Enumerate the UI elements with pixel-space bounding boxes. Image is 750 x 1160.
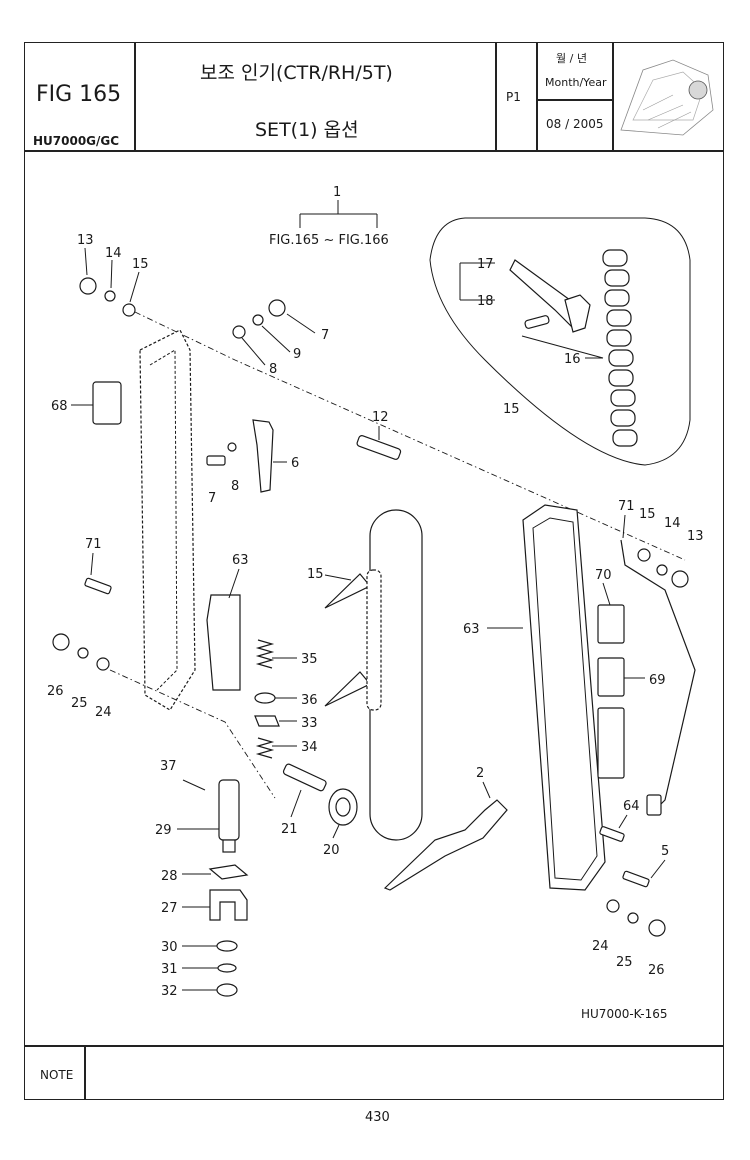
callout-37: 71	[85, 537, 102, 552]
callout-10: 8	[269, 362, 277, 377]
tensioner-assembly: 63 35 36 33 34	[206, 553, 318, 759]
fasteners-top-left: 13 14 15	[77, 233, 686, 561]
rod-71: 71 15 14 13	[618, 499, 704, 816]
date-divider	[536, 99, 612, 101]
callout-64: 64	[623, 799, 640, 814]
callout-13-right: 13	[687, 529, 704, 544]
fasteners-9-10-11: 7 8 9	[232, 299, 329, 377]
page-title: 보조 인기(CTR/RH/5T)	[200, 62, 393, 84]
callout-12: 12	[372, 410, 389, 425]
machine-thumbnail	[620, 59, 714, 136]
callout-26: 28	[161, 869, 178, 884]
figure-label: FIG 165	[36, 82, 122, 107]
callout-2: 2	[476, 766, 484, 781]
page-code: P1	[506, 90, 521, 104]
callout-24: 26	[47, 684, 64, 699]
callout-70: 70	[595, 568, 612, 583]
header-col-3	[536, 42, 538, 150]
callout-15-right: 15	[639, 507, 656, 522]
assembly-bracket: 1 FIG.165 ~ FIG.166	[269, 185, 389, 248]
note-label: NOTE	[40, 1068, 74, 1082]
callout-13: 13	[77, 233, 94, 248]
callout-32: 34	[301, 740, 318, 755]
callout-18: 17	[477, 257, 494, 272]
callout-17: 16	[564, 352, 581, 367]
callout-68: 68	[51, 399, 68, 414]
callout-28: 30	[161, 940, 178, 955]
callout-15: 15	[132, 257, 149, 272]
post-assembly: 37 29 28 27 30 31 32	[155, 759, 249, 999]
guide-finger-2: 2	[383, 766, 508, 891]
callout-33: 35	[301, 652, 318, 667]
header-divider	[24, 150, 724, 152]
bolt-37-left: 71 26 25 24	[47, 537, 276, 799]
callout-23-right: 25	[616, 955, 633, 970]
chain-detail-bubble: 17 18 16 15	[429, 217, 691, 466]
sprocket-shaft: 21 20	[281, 763, 358, 858]
callout-30: 32	[161, 984, 178, 999]
page-number: 430	[365, 1110, 390, 1125]
chain-strand	[602, 249, 638, 447]
callout-1: 1	[333, 185, 341, 200]
callout-69: 69	[649, 673, 666, 688]
callout-29: 31	[161, 962, 178, 977]
bracket-6: 6 7 8	[206, 419, 299, 506]
page-subtitle: SET(1) 옵션	[255, 119, 359, 141]
note-divider	[24, 1045, 724, 1047]
callout-11: 9	[293, 347, 301, 362]
center-chain-loop: 15	[307, 509, 423, 841]
callout-71: 71	[618, 499, 635, 514]
bolts-right: 64 5 24 25 26	[592, 799, 669, 978]
callout-21: 21	[281, 822, 298, 837]
callout-9: 7	[321, 328, 329, 343]
callout-23: 25	[71, 696, 88, 711]
callout-31: 33	[301, 716, 318, 731]
exploded-parts-diagram: 1 FIG.165 ~ FIG.166 17 18 16 15	[47, 185, 704, 1021]
callout-6: 6	[291, 456, 299, 471]
callout-16-detail: 15	[503, 402, 520, 417]
callout-16: 15	[307, 567, 324, 582]
callout-35: 37	[160, 759, 177, 774]
model-label: HU7000G/GC	[33, 134, 120, 148]
callout-14: 14	[105, 246, 122, 261]
callout-14-right: 14	[664, 516, 681, 531]
header-col-1	[134, 42, 136, 150]
callout-8: 8	[231, 479, 239, 494]
callout-25: 27	[161, 901, 178, 916]
header-col-4	[612, 42, 614, 150]
note-col	[84, 1045, 86, 1100]
callout-7: 7	[208, 491, 216, 506]
callout-22-right: 24	[592, 939, 609, 954]
callout-24-right: 26	[648, 963, 665, 978]
header-col-2	[495, 42, 497, 150]
callout-22: 24	[95, 705, 112, 720]
month-year-label-kr: 월 / 년	[556, 52, 587, 65]
left-chain-guide: 68	[51, 329, 196, 711]
callout-34: 36	[301, 693, 318, 708]
callout-19: 18	[477, 294, 494, 309]
page-frame	[24, 42, 724, 1100]
callout-63: 63	[463, 622, 480, 637]
drawing-code: HU7000-K-165	[581, 1007, 668, 1021]
callout-27: 29	[155, 823, 172, 838]
callout-20: 20	[323, 843, 340, 858]
main-frame-63: 63 70 69	[463, 504, 666, 891]
month-year-label-en: Month/Year	[545, 76, 607, 89]
shaft-12: 12	[356, 410, 402, 460]
callout-5: 5	[661, 844, 669, 859]
date-value: 08 / 2005	[546, 117, 604, 131]
assembly-ref: FIG.165 ~ FIG.166	[269, 233, 389, 248]
callout-36: 63	[232, 553, 249, 568]
